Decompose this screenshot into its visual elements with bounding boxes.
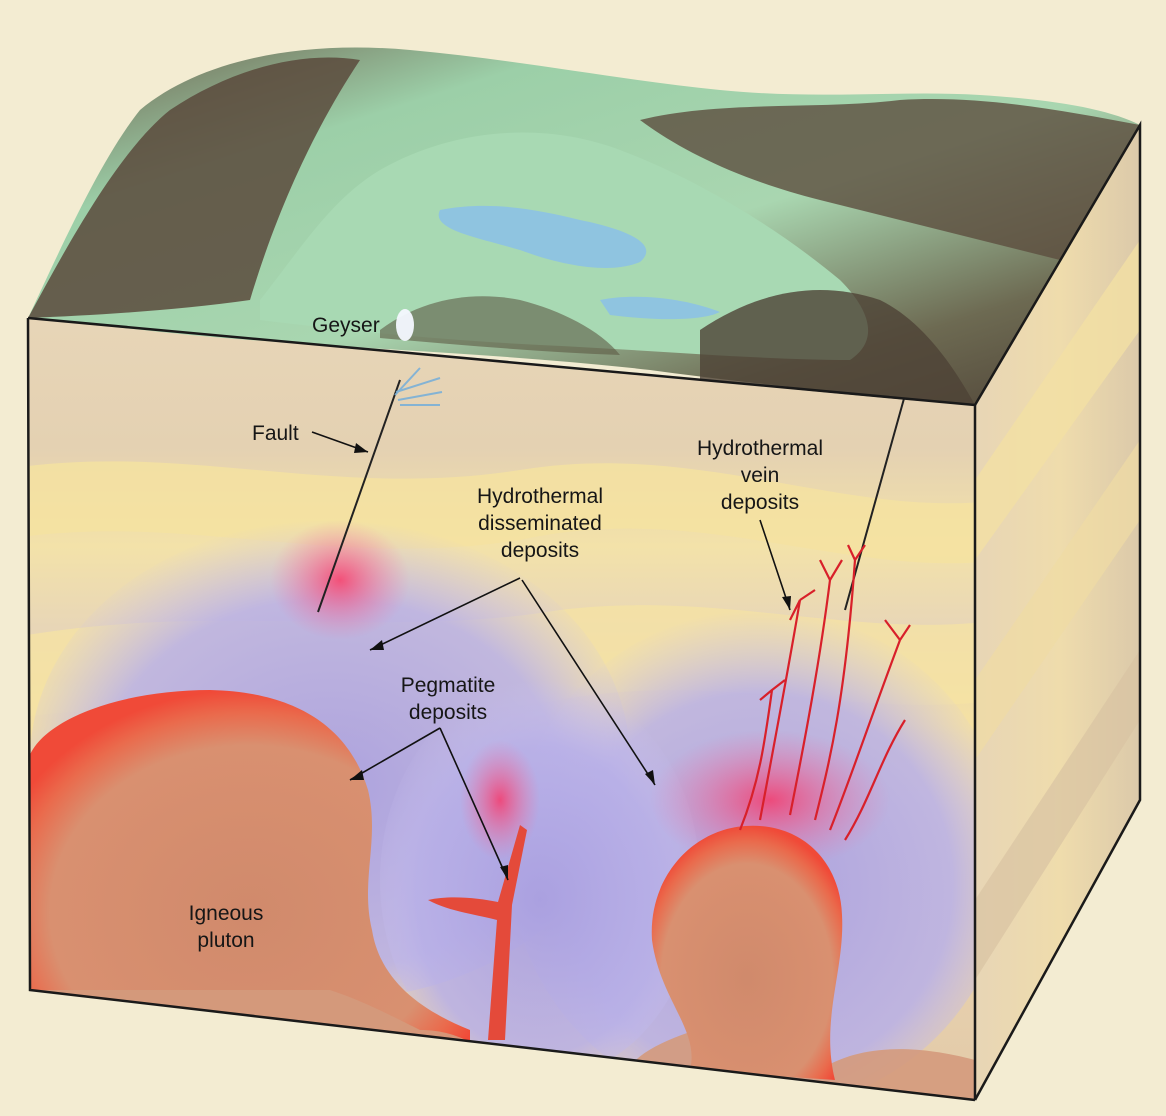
block-front-face xyxy=(0,300,1010,1116)
label-dissem-line3: deposits xyxy=(501,539,579,562)
label-igneous-line2: pluton xyxy=(197,929,254,952)
label-vein-line1: Hydrothermal xyxy=(697,437,823,460)
label-dissem-line2: disseminated xyxy=(478,512,602,535)
label-dissem-line1: Hydrothermal xyxy=(477,485,603,508)
label-vein-line2: vein xyxy=(741,464,780,487)
label-fault: Fault xyxy=(252,422,299,445)
geyser-plume xyxy=(396,309,414,341)
label-pegmatite-line1: Pegmatite xyxy=(401,674,496,697)
label-vein-line3: deposits xyxy=(721,491,799,514)
label-igneous-line1: Igneous xyxy=(189,902,264,925)
label-pegmatite-line2: deposits xyxy=(409,701,487,724)
label-geyser: Geyser xyxy=(312,314,380,337)
